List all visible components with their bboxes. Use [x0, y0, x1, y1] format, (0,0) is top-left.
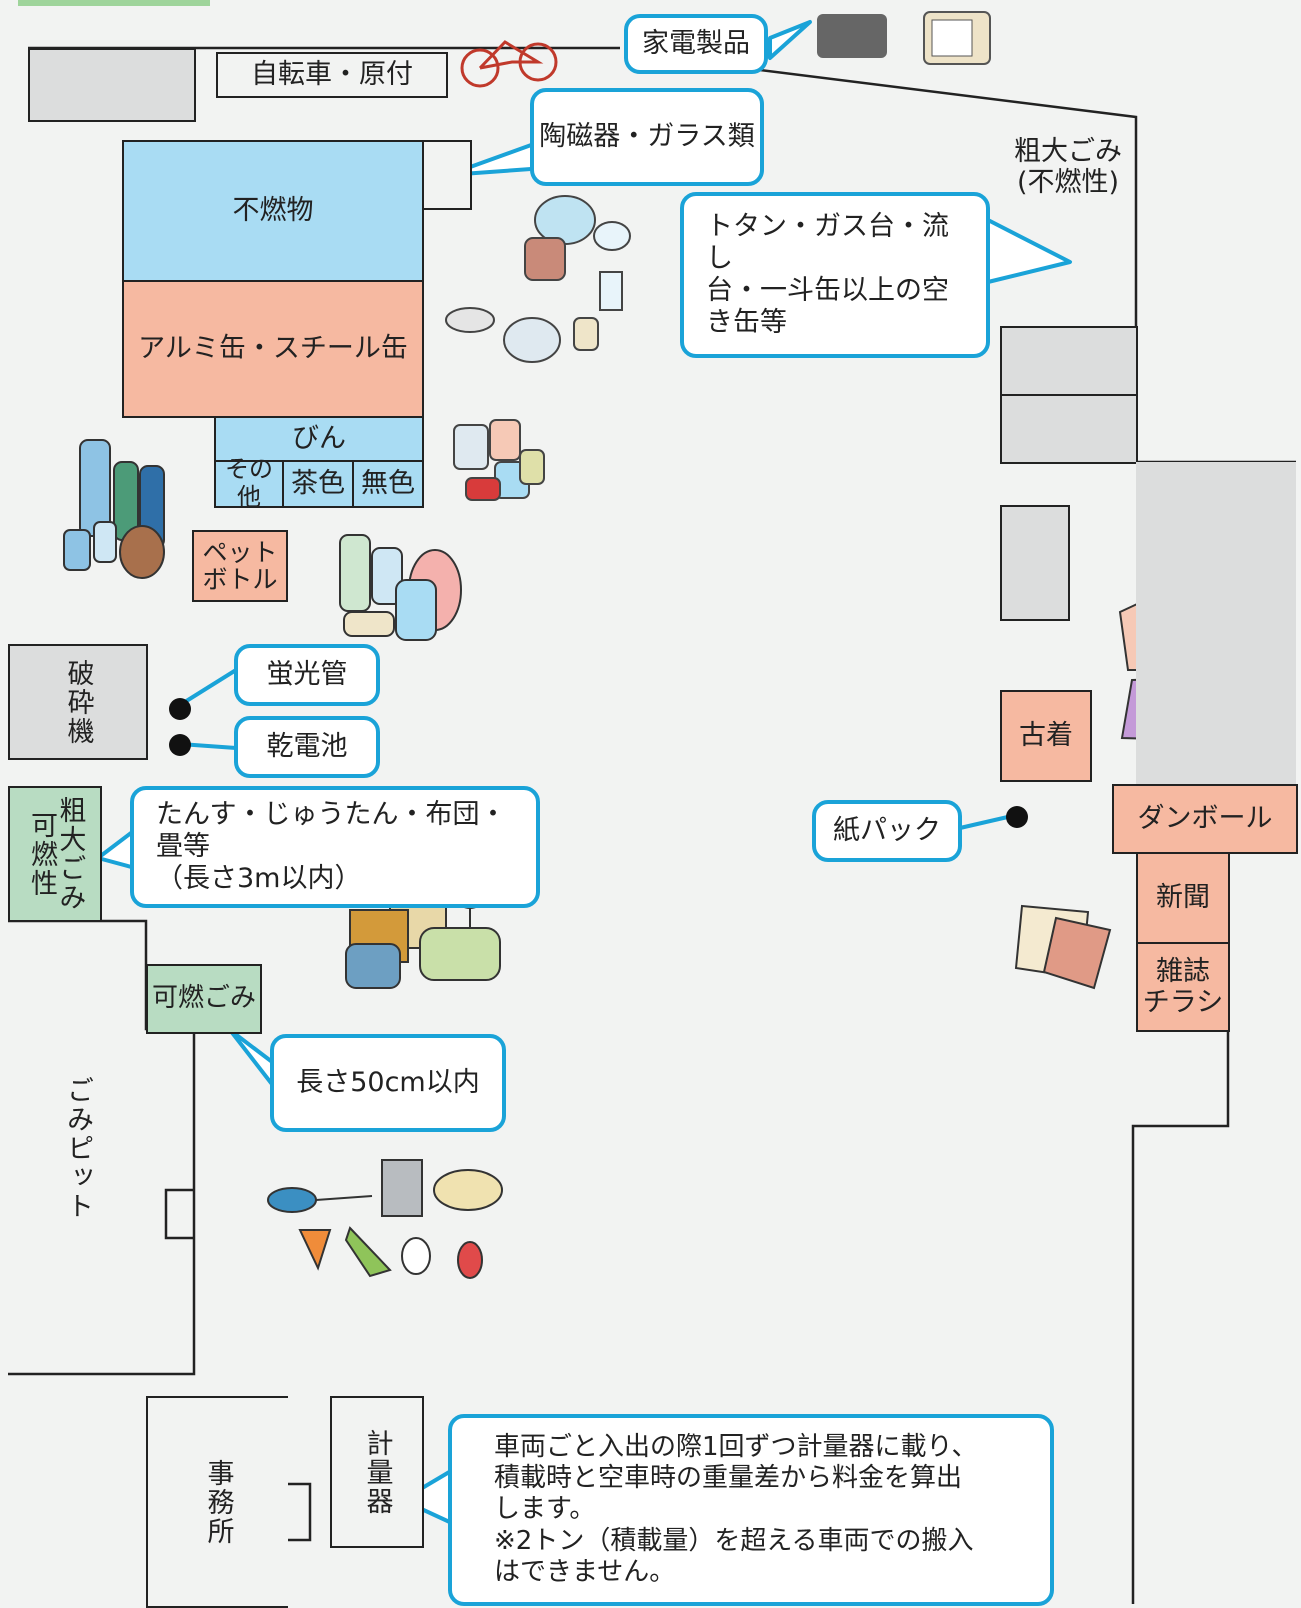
zone-bottles-clear: 無色 [352, 460, 424, 508]
zone-scale: 計量器 [330, 1396, 424, 1548]
callout-paper-pack: 紙パック [812, 800, 962, 862]
zone-bulky-combustible: 粗大ごみ可燃性 [8, 786, 102, 922]
zone-bulky-incombustible: 粗大ごみ (不燃性) [1014, 136, 1122, 199]
paper-pack-drop-point [1006, 806, 1028, 828]
callout-length-limit: 長さ50cm以内 [270, 1034, 506, 1132]
ceramics-illustration [445, 195, 631, 363]
zone-crusher: 破砕機 [8, 644, 148, 760]
zone-garbage-pit: ごみピット [62, 1076, 94, 1221]
garbage-illustration [267, 1159, 503, 1279]
fluorescent-drop-point [169, 698, 191, 720]
magazines-illustration [1014, 904, 1112, 990]
callout-batteries: 乾電池 [234, 716, 380, 778]
zone-bottles-brown: 茶色 [282, 460, 354, 508]
callout-fluorescent: 蛍光管 [234, 644, 380, 706]
pet-bottles-illustration [339, 534, 462, 641]
zone-incombustible: 不燃物 [122, 140, 424, 282]
zone-combustible: 可燃ごみ [146, 964, 262, 1034]
gray-bay-3 [1000, 505, 1070, 621]
zone-cans: アルミ缶・スチール缶 [122, 280, 424, 418]
zone-bottles-other: その他 [214, 456, 284, 511]
callout-appliances: 家電製品 [624, 14, 768, 74]
bottles-illustration [63, 439, 165, 579]
battery-drop-point [169, 734, 191, 756]
zone-magazines: 雑誌 チラシ [1136, 942, 1230, 1032]
cans-illustration [453, 419, 545, 501]
appliance-illustration [817, 11, 991, 65]
zone-newspaper: 新聞 [1136, 852, 1230, 944]
zone-old-clothes: 古着 [1000, 690, 1092, 782]
gray-bay-2 [1000, 394, 1138, 464]
zone-office: 事務所 [146, 1396, 288, 1608]
header-tab [18, 0, 210, 6]
callout-ceramics: 陶磁器・ガラス類 [530, 88, 764, 186]
gray-area-top-left [28, 48, 196, 122]
bicycle-illustration [460, 40, 558, 88]
zone-bicycle: 自転車・原付 [216, 52, 448, 98]
callout-furniture: たんす・じゅうたん・布団・畳等 （長さ3m以内） [130, 786, 540, 908]
gray-bay-1 [1000, 326, 1138, 396]
gray-strip-right [1136, 462, 1296, 786]
callout-metal-items: トタン・ガス台・流し 台・一斗缶以上の空 き缶等 [680, 192, 990, 358]
callout-weighing: 車両ごと入出の際1回ずつ計量器に載り、 積載時と空車時の重量差から料金を算出 し… [448, 1414, 1054, 1606]
zone-ceramics-bin [422, 140, 472, 210]
zone-pet-bottles: ペット ボトル [192, 530, 288, 602]
zone-cardboard: ダンボール [1112, 784, 1298, 854]
